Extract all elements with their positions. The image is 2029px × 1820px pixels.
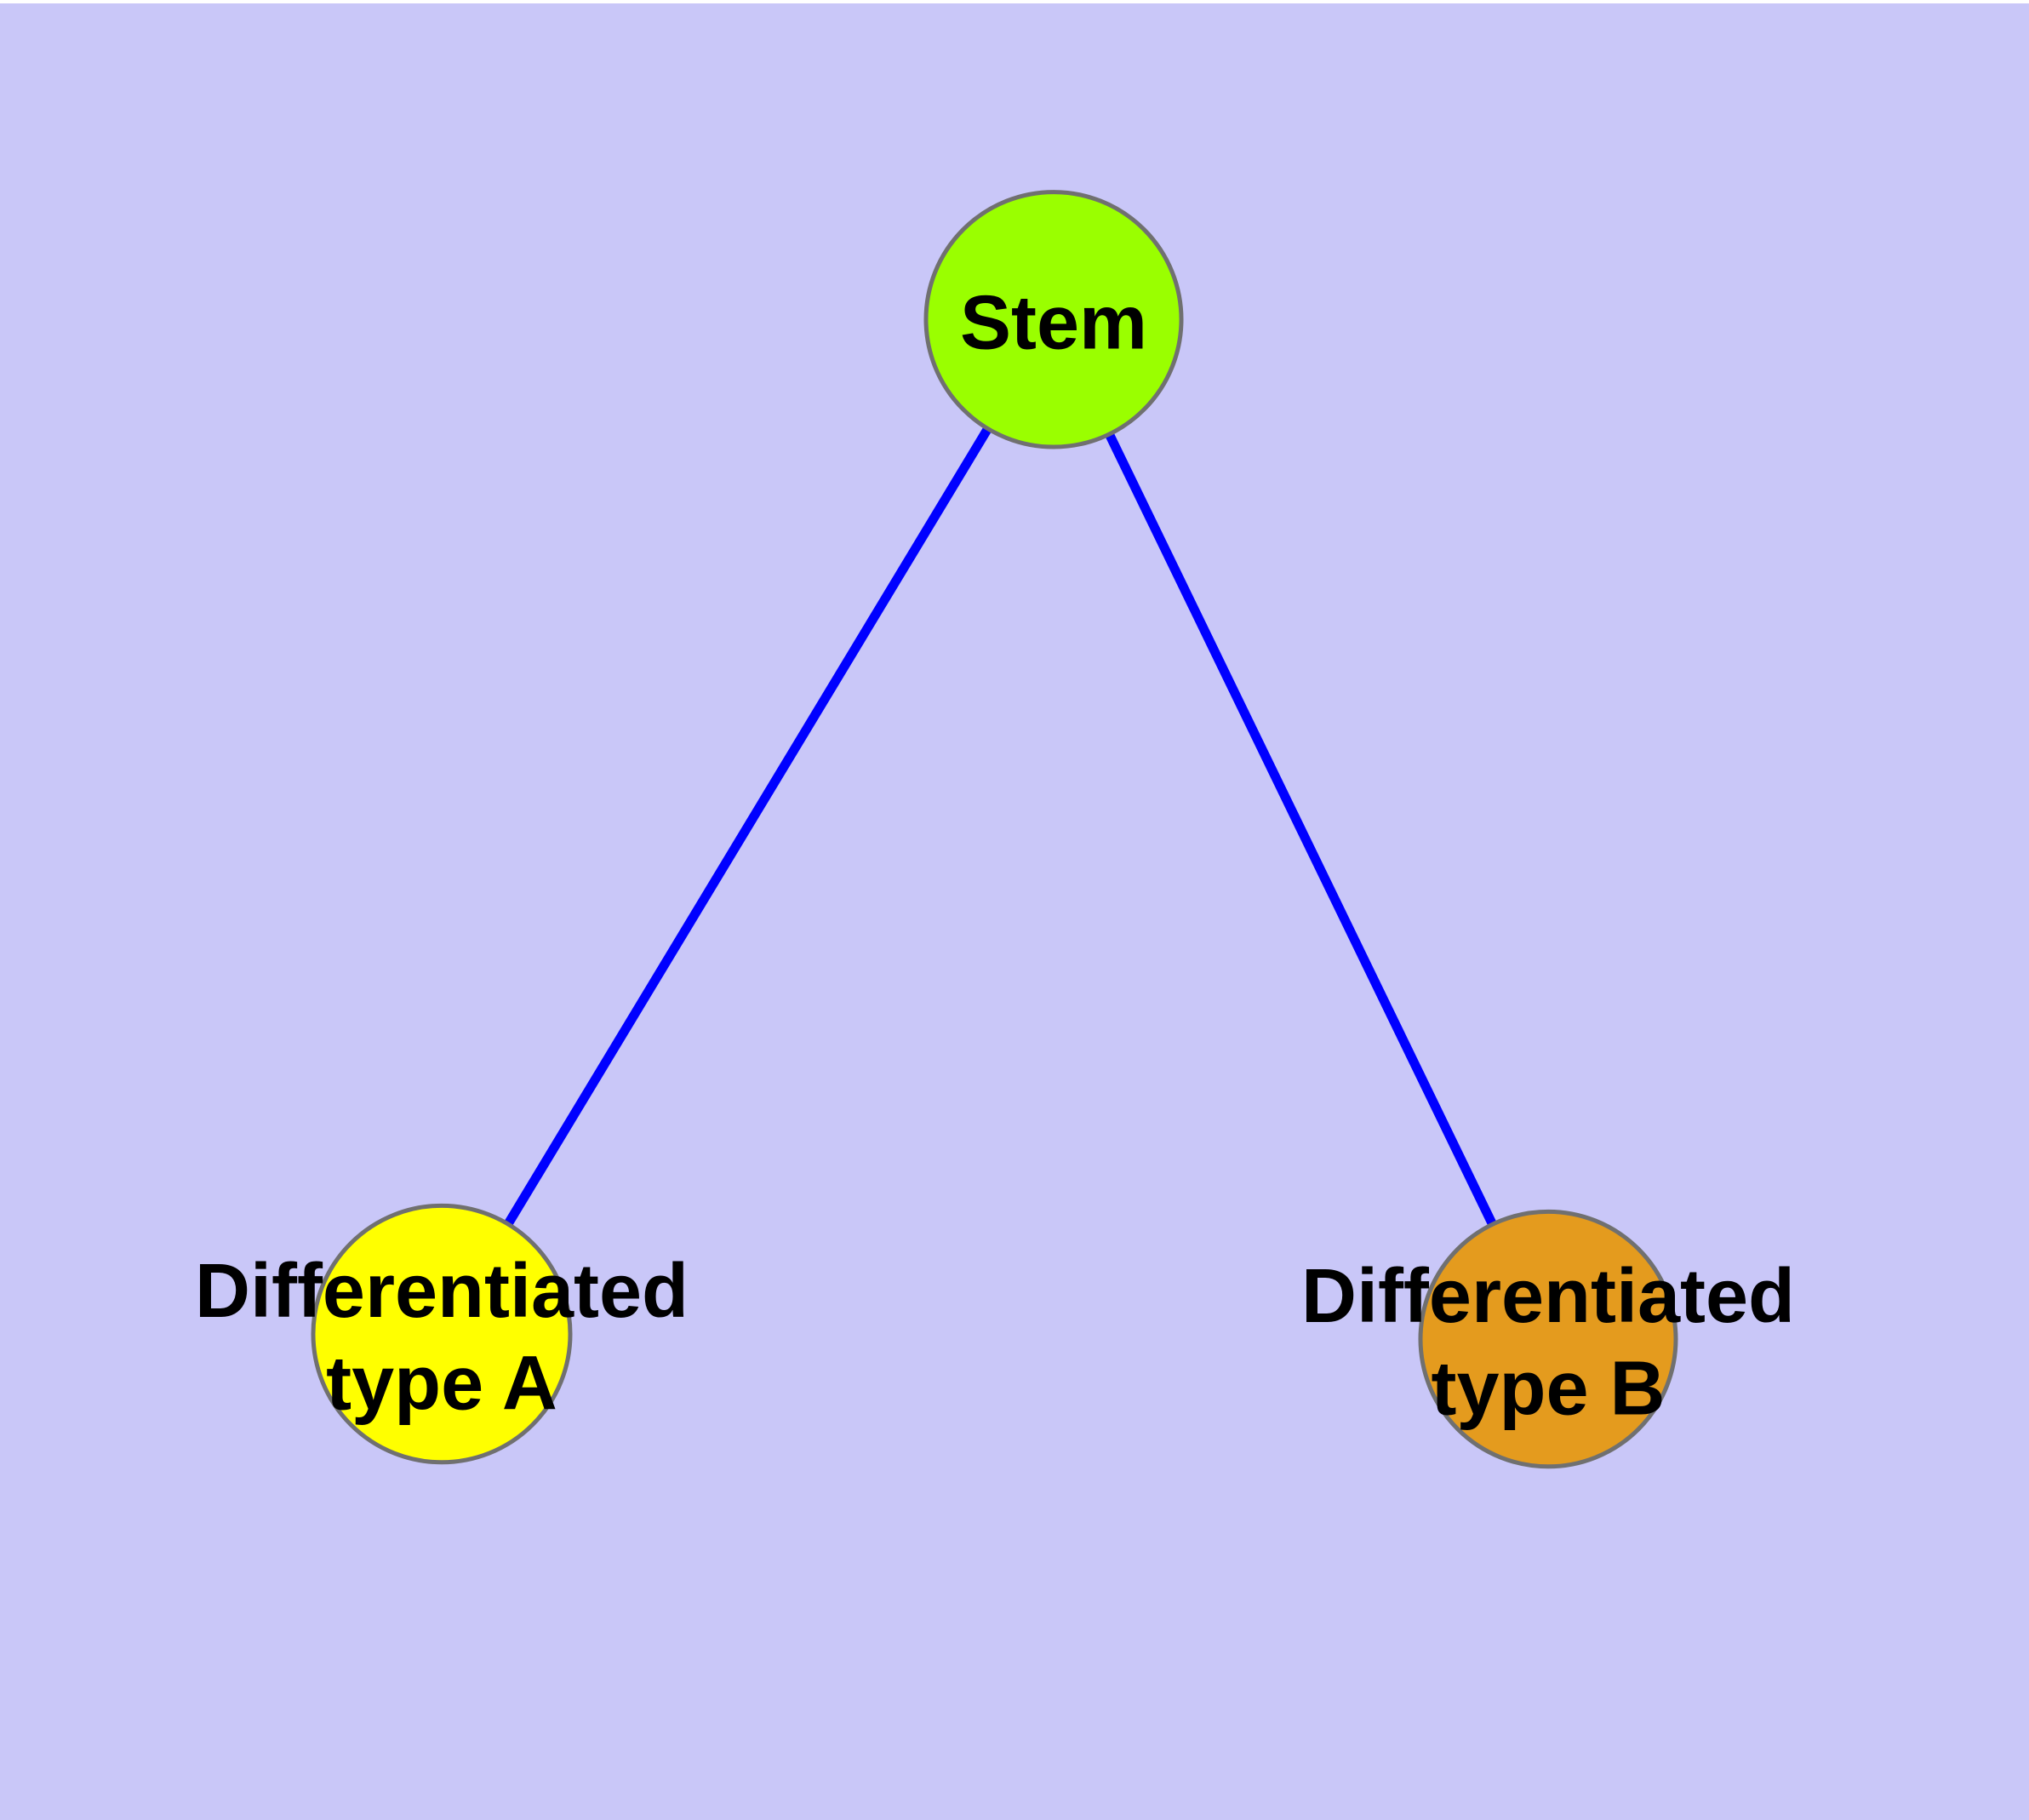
node-type-b-label-line-2: type B [1431,1347,1665,1432]
node-stem-label-line-1: Stem [960,281,1147,366]
edge-stem-to-type-b [1049,317,1552,1342]
edge-stem-to-type-a [437,317,1058,1336]
node-type-a-label-line-2: type A [326,1342,557,1427]
top-margin-strip [0,0,2029,3]
node-type-b-circle [1418,1209,1678,1469]
node-type-b-label-line-1: Differentiated [1301,1254,1795,1339]
node-stem-circle [923,190,1184,449]
node-stem-label: Stem [960,281,1147,366]
node-type-a-label-line-1: Differentiated [195,1249,689,1334]
node-type-a-circle [311,1203,573,1465]
